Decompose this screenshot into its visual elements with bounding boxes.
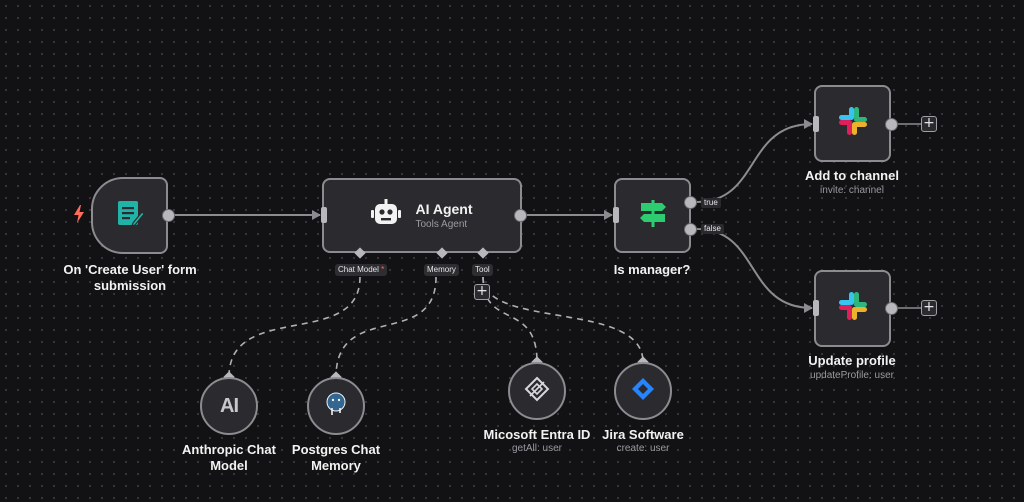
if-input-handle[interactable]	[613, 207, 619, 223]
edge-arrowhead	[312, 210, 321, 220]
memory-port-label: Memory	[424, 264, 459, 276]
if-label: Is manager?	[613, 262, 691, 277]
chat-model-port-label: Chat Model *	[335, 264, 388, 276]
agent-output-handle[interactable]	[514, 209, 527, 222]
false-branch-label: false	[701, 224, 724, 234]
robot-icon	[371, 199, 402, 232]
edge-chat-model-to-anthropic[interactable]	[228, 276, 361, 378]
trigger-node-form[interactable]	[91, 177, 168, 254]
postgres-icon	[323, 391, 349, 422]
anthropic-chat-model-node[interactable]: AI	[200, 377, 258, 435]
agent-subtitle: Tools Agent	[415, 219, 468, 230]
if-node[interactable]	[614, 178, 691, 253]
slack-add-channel-node[interactable]	[814, 85, 891, 162]
slack-update-label: Update profile	[808, 353, 896, 368]
slack-update-input-handle[interactable]	[813, 300, 819, 316]
slack-update-profile-node[interactable]	[814, 270, 891, 347]
add-after-update-profile-button[interactable]: +	[921, 300, 937, 316]
agent-title: AI Agent	[415, 201, 473, 217]
slack-add-input-handle[interactable]	[813, 116, 819, 132]
slack-icon	[837, 290, 869, 327]
edge-memory-to-postgres[interactable]	[335, 276, 437, 378]
edge-arrowhead	[604, 210, 613, 220]
entra-label: Micosoft Entra ID	[483, 427, 591, 442]
entra-id-node[interactable]	[508, 362, 566, 420]
add-after-add-channel-button[interactable]: +	[921, 116, 937, 132]
true-branch-label: true	[701, 198, 721, 208]
trigger-output-handle[interactable]	[162, 209, 175, 222]
edge-tool-to-jira[interactable]	[482, 276, 644, 363]
anthropic-icon: AI	[220, 394, 239, 417]
ai-agent-node[interactable]: AI Agent Tools Agent	[322, 178, 522, 253]
entra-subtitle: getAll: user	[511, 443, 563, 454]
jira-label: Jira Software	[602, 427, 684, 442]
slack-add-subtitle: invite: channel	[820, 185, 884, 196]
if-true-handle[interactable]	[684, 196, 697, 209]
tool-port-label: Tool	[472, 264, 493, 276]
anthropic-label: Anthropic Chat Model	[182, 442, 276, 473]
trigger-label: On 'Create User' form submission	[63, 262, 197, 293]
slack-update-output-handle[interactable]	[885, 302, 898, 315]
entra-id-icon	[524, 376, 550, 407]
agent-input-handle[interactable]	[321, 207, 327, 223]
slack-icon	[837, 105, 869, 142]
add-tool-button[interactable]: +	[474, 284, 490, 300]
form-icon	[115, 198, 145, 233]
slack-update-subtitle: updateProfile: user	[810, 370, 894, 381]
signpost-icon	[638, 198, 668, 233]
jira-software-node[interactable]	[614, 362, 672, 420]
jira-subtitle: create: user	[616, 443, 670, 454]
jira-icon	[631, 377, 655, 406]
postgres-chat-memory-node[interactable]	[307, 377, 365, 435]
edge-arrowhead	[804, 119, 813, 129]
slack-add-output-handle[interactable]	[885, 118, 898, 131]
edge-arrowhead	[804, 303, 813, 313]
slack-add-label: Add to channel	[805, 168, 899, 183]
edge-tool-to-entra[interactable]	[482, 276, 538, 363]
postgres-label: Postgres Chat Memory	[291, 442, 381, 473]
edge-false-to-update-profile[interactable]	[696, 228, 813, 309]
lightning-icon	[73, 205, 85, 228]
if-false-handle[interactable]	[684, 223, 697, 236]
